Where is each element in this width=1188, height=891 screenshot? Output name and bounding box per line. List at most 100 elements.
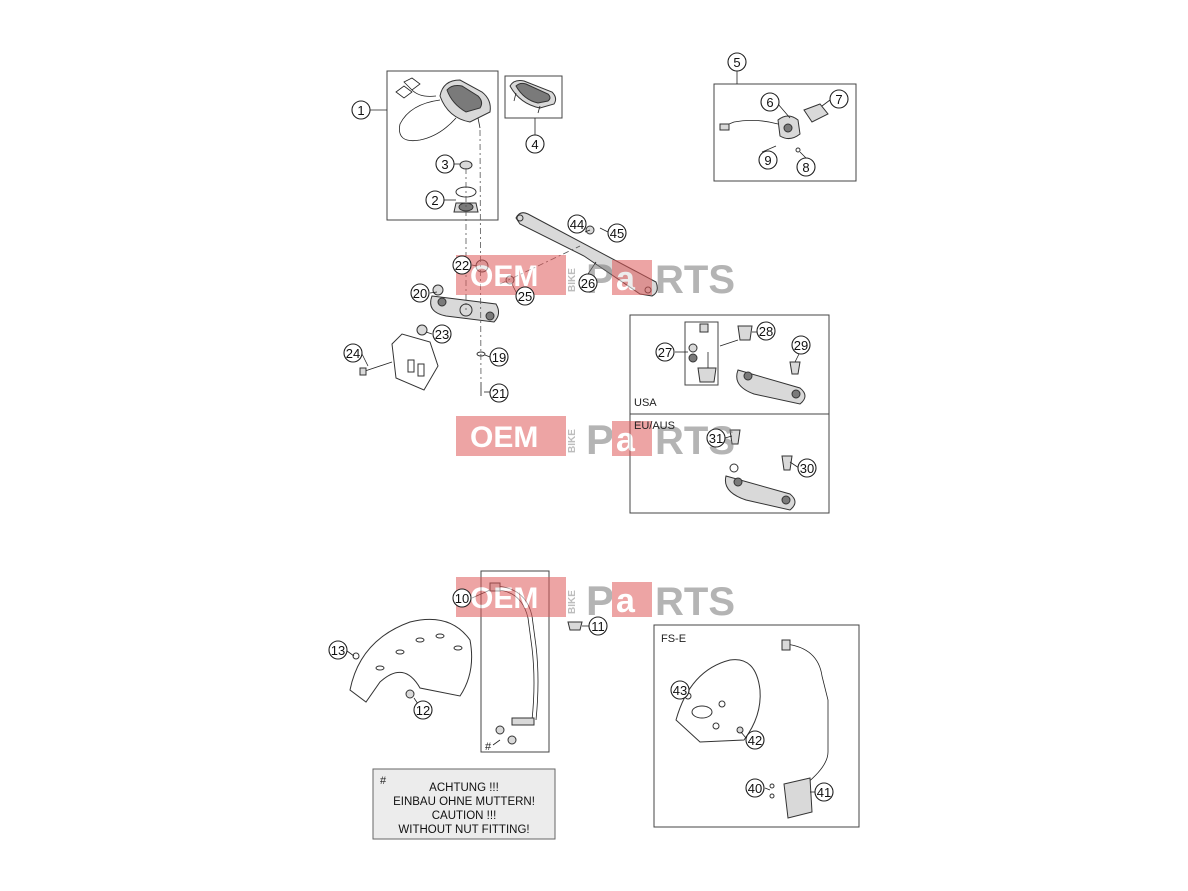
- callout-44: 44: [567, 214, 587, 234]
- watermark-2: OEM BIKE P a RTS: [456, 416, 735, 463]
- callout-28: 28: [756, 321, 776, 341]
- callout-4: 4: [525, 134, 545, 154]
- note-symbol: #: [380, 775, 387, 787]
- svg-text:7: 7: [835, 92, 842, 107]
- callout-9: 9: [758, 150, 778, 170]
- svg-text:1: 1: [357, 103, 364, 118]
- cover-drawing: [509, 80, 557, 114]
- eu-aus-parts-drawing: [724, 429, 796, 511]
- svg-text:42: 42: [748, 733, 762, 748]
- svg-text:11: 11: [591, 619, 605, 634]
- sensor-cable-box: [480, 570, 550, 753]
- watermark-a-text: a: [616, 260, 636, 298]
- bracket-plate-drawing: [359, 324, 439, 391]
- callout-2: 2: [425, 190, 445, 210]
- speedometer-group-box: [386, 70, 499, 221]
- svg-text:9: 9: [764, 153, 771, 168]
- callout-12: 12: [413, 700, 433, 720]
- watermark-oem-block: [456, 577, 566, 617]
- watermark-a-block: [612, 582, 652, 617]
- callout-3: 3: [435, 154, 455, 174]
- callout-6: 6: [760, 92, 780, 112]
- svg-text:27: 27: [658, 345, 672, 360]
- svg-text:44: 44: [570, 217, 584, 232]
- svg-text:24: 24: [346, 346, 360, 361]
- holder-plate-drawing: [430, 284, 500, 323]
- svg-text:43: 43: [673, 683, 687, 698]
- fs-e-label: FS-E: [661, 633, 686, 645]
- callout-19: 19: [489, 347, 509, 367]
- watermark-1: OEM BIKE P a RTS: [456, 255, 735, 302]
- speedometer-drawing: [395, 77, 491, 142]
- watermark-bike-text: BIKE: [567, 268, 578, 292]
- svg-text:12: 12: [416, 703, 430, 718]
- note-line-4: WITHOUT NUT FITTING!: [398, 824, 529, 836]
- small-nut-drawing: [459, 160, 473, 170]
- callout-45: 45: [607, 223, 627, 243]
- svg-text:10: 10: [455, 591, 469, 606]
- callout-42: 42: [745, 730, 765, 750]
- svg-text:3: 3: [441, 157, 448, 172]
- callout-5: 5: [727, 52, 747, 72]
- svg-text:22: 22: [455, 258, 469, 273]
- note-line-3: CAUTION !!!: [432, 810, 497, 822]
- callout-41: 41: [814, 782, 834, 802]
- callout-22: 22: [452, 255, 472, 275]
- callout-40: 40: [745, 778, 765, 798]
- watermark-oem-text: OEM: [470, 421, 538, 454]
- callout-11: 11: [588, 616, 608, 636]
- callout-25: 25: [515, 286, 535, 306]
- watermark-rts-text: RTS: [655, 580, 735, 624]
- svg-text:6: 6: [766, 95, 773, 110]
- watermark-oem-block: [456, 255, 566, 295]
- usa-label: USA: [634, 397, 657, 409]
- svg-text:23: 23: [435, 327, 449, 342]
- callout-43: 43: [670, 680, 690, 700]
- svg-text:8: 8: [802, 160, 809, 175]
- watermark-a-text: a: [616, 421, 636, 459]
- svg-text:40: 40: [748, 781, 762, 796]
- svg-text:30: 30: [800, 461, 814, 476]
- watermark-a-block: [612, 260, 652, 295]
- svg-text:19: 19: [492, 350, 506, 365]
- svg-text:26: 26: [581, 276, 595, 291]
- callout-7: 7: [829, 89, 849, 109]
- callout-27: 27: [655, 342, 675, 362]
- callout-1: 1: [351, 100, 371, 120]
- watermark-p-text: P: [586, 577, 614, 624]
- svg-text:28: 28: [759, 324, 773, 339]
- watermark-bike-text: BIKE: [567, 590, 578, 614]
- nut-drawing: [567, 621, 583, 631]
- svg-text:21: 21: [492, 386, 506, 401]
- eu-aus-label: EU/AUS: [634, 420, 675, 432]
- hash-marker: #: [485, 741, 492, 753]
- note-line-1: ACHTUNG !!!: [429, 782, 499, 794]
- note-line-2: EINBAU OHNE MUTTERN!: [393, 796, 535, 808]
- callout-24: 24: [343, 343, 363, 363]
- watermark-bike-text: BIKE: [567, 429, 578, 453]
- svg-text:45: 45: [610, 226, 624, 241]
- callout-21: 21: [489, 383, 509, 403]
- callout-23: 23: [432, 324, 452, 344]
- brake-disc-drawing: [349, 618, 473, 703]
- watermark-3: OEM BIKE P a RTS: [456, 577, 735, 624]
- callout-10: 10: [452, 588, 472, 608]
- svg-text:25: 25: [518, 289, 532, 304]
- callout-8: 8: [796, 157, 816, 177]
- svg-text:29: 29: [794, 338, 808, 353]
- usa-bolt-subbox: [684, 321, 719, 386]
- note-box: # ACHTUNG !!! EINBAU OHNE MUTTERN! CAUTI…: [372, 768, 556, 840]
- callout-26: 26: [578, 273, 598, 293]
- watermark-a-text: a: [616, 582, 636, 620]
- watermark-a-block: [612, 421, 652, 456]
- watermark-oem-block: [456, 416, 566, 456]
- svg-text:31: 31: [709, 431, 723, 446]
- callout-20: 20: [410, 283, 430, 303]
- svg-text:41: 41: [817, 785, 831, 800]
- eu-aus-group-box: [629, 413, 830, 514]
- svg-text:4: 4: [531, 137, 538, 152]
- watermark-p-text: P: [586, 416, 614, 463]
- callout-13: 13: [328, 640, 348, 660]
- usa-parts-drawing: [688, 323, 806, 405]
